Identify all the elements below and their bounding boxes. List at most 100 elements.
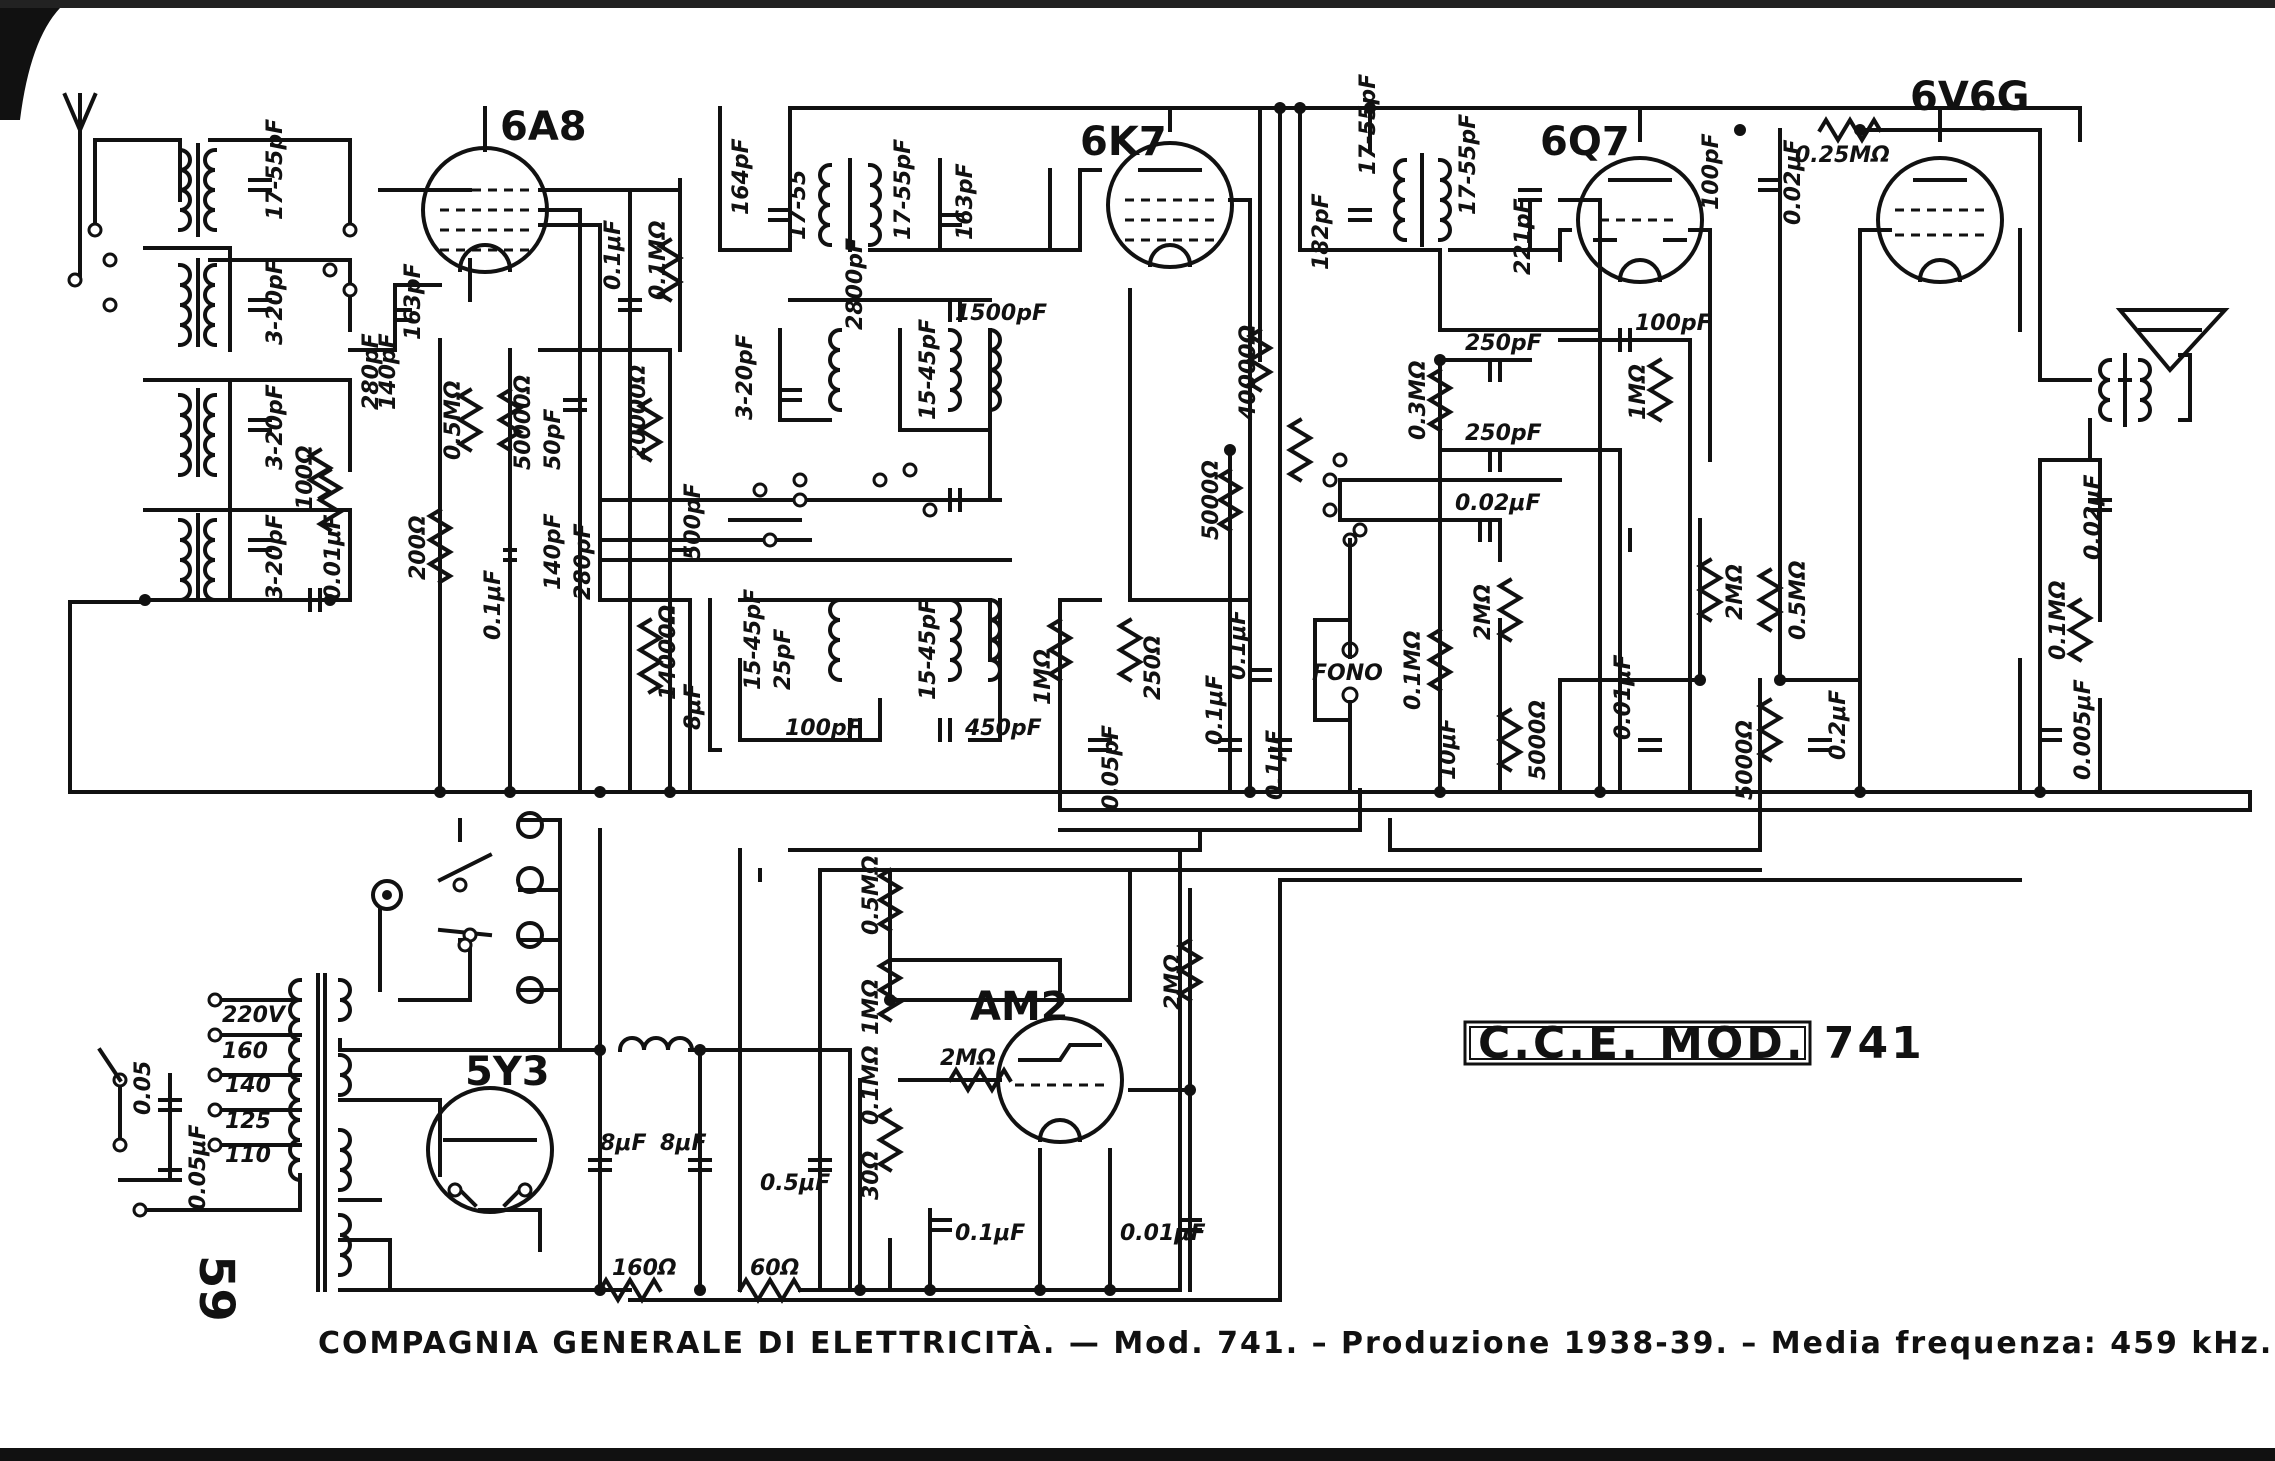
- tube-6q7: [1576, 156, 1704, 284]
- label-c-221: 221pF: [1511, 198, 1536, 275]
- label-c-002a: 0.02μF: [1455, 491, 1541, 516]
- label-r-1m2: 1MΩ: [1626, 364, 1651, 420]
- dial-lamps: [371, 811, 544, 1004]
- caption: COMPAGNIA GENERALE DI ELETTRICITÀ. — Mod…: [318, 1325, 2273, 1361]
- tube-am2: [996, 1016, 1124, 1144]
- label-r-01m4: 0.1MΩ: [859, 1045, 884, 1125]
- label-v-160: 160: [222, 1039, 268, 1064]
- label-c-1755c: 17-55pF: [891, 139, 916, 240]
- label-r-2m2: 2MΩ: [1723, 564, 1748, 620]
- label-r-2m3: 2MΩ: [940, 1046, 996, 1071]
- label-6a8: 6A8: [500, 104, 587, 150]
- wavechange-switch: [67, 222, 1368, 548]
- label-c-320a: 3-20pF: [263, 259, 288, 345]
- label-r-5000: 5000Ω: [1199, 460, 1224, 540]
- voltage-selector: [97, 992, 223, 1218]
- label-c-1545a: 15-45pF: [916, 319, 941, 420]
- label-c-250a: 250pF: [1465, 331, 1542, 356]
- label-c-1755d: 17-55pF: [1356, 74, 1381, 175]
- label-c-1500: 1500pF: [955, 301, 1047, 326]
- label-am2: AM2: [970, 984, 1069, 1030]
- label-c-320d: 3-20pF: [733, 334, 758, 420]
- label-c-05: 0.5μF: [760, 1171, 830, 1196]
- model-box: C.C.E. MOD. 741: [1463, 1018, 1925, 1069]
- label-c-02: 0.2μF: [1826, 690, 1851, 760]
- label-c-01a: 0.1μF: [481, 570, 506, 640]
- label-c-320c: 3-20pF: [263, 514, 288, 600]
- label-6q7: 6Q7: [1540, 119, 1630, 165]
- label-c-10: 10μF: [1436, 718, 1461, 780]
- label-c-182: 182pF: [1309, 193, 1334, 270]
- label-fono: FONO: [1312, 661, 1383, 686]
- label-c-1755: 17-55pF: [263, 119, 288, 220]
- tube-5y3: [426, 1086, 554, 1214]
- wiring: [62, 92, 2252, 1302]
- label-c-2800: 2800pF: [843, 238, 868, 330]
- label-5y3: 5Y3: [465, 1049, 550, 1095]
- label-6k7: 6K7: [1080, 119, 1167, 165]
- label-r-250: 250Ω: [1141, 635, 1166, 700]
- coils: [177, 143, 2152, 1292]
- top-edge: [0, 0, 2275, 8]
- label-c-001a: 0.01μF: [321, 515, 346, 601]
- model-label: C.C.E. MOD. 741: [1478, 1018, 1925, 1069]
- label-c-01c: 0.1μF: [1226, 610, 1251, 680]
- bottom-edge: [0, 1448, 2275, 1461]
- junction-dots: [139, 102, 2046, 1296]
- label-c-001d: 0.01μF: [1120, 1221, 1206, 1246]
- tube-6a8: [421, 146, 549, 274]
- label-r-01m2: 0.1MΩ: [1401, 630, 1426, 710]
- label-c-01e: 0.1μF: [1263, 730, 1288, 800]
- tube-labels: 6A8 6K7 6Q7 6V6G AM2 5Y3: [465, 74, 2029, 1095]
- label-c-100c: 100pF: [1699, 133, 1724, 210]
- label-r-100: 100Ω: [293, 445, 318, 510]
- label-c-005b: 0.05: [131, 1061, 156, 1115]
- label-r-14k: 14000Ω: [656, 605, 681, 700]
- label-r-025m: 0.25MΩ: [1795, 143, 1890, 168]
- label-r-40k: 40000Ω: [1236, 325, 1261, 421]
- label-r-1m3: 1MΩ: [859, 979, 884, 1035]
- label-c-280: 280pF: [359, 333, 384, 410]
- label-c-8a: 8μF: [681, 683, 706, 730]
- label-6v6g: 6V6G: [1910, 74, 2029, 120]
- label-c-100b: 100pF: [1635, 311, 1712, 336]
- page-number: 59: [188, 1255, 244, 1322]
- label-c-320b: 3-20pF: [263, 384, 288, 470]
- label-c-8b: 8μF: [600, 1131, 647, 1156]
- label-r-5000c: 5000Ω: [1733, 720, 1758, 800]
- label-c-163: 163pF: [401, 263, 426, 340]
- label-c-8c: 8μF: [660, 1131, 707, 1156]
- label-c-001b: 0.01μF: [1611, 655, 1636, 741]
- label-c-100a: 100pF: [785, 716, 862, 741]
- label-c-1545b: 15-45pF: [741, 589, 766, 690]
- label-c-450: 450pF: [964, 716, 1042, 741]
- label-r-2m4: 2MΩ: [1161, 954, 1186, 1010]
- label-r-2m: 2MΩ: [1471, 584, 1496, 640]
- label-r-05m2: 0.5MΩ: [1786, 560, 1811, 640]
- label-c-140: 140pF: [376, 333, 401, 410]
- label-r-200: 200Ω: [406, 515, 431, 580]
- label-r-05m: 0.5MΩ: [441, 380, 466, 460]
- label-c-005c: 0.05μF: [186, 1125, 211, 1211]
- label-r-5000b: 5000Ω: [1526, 700, 1551, 780]
- label-r-20k: 20000Ω: [626, 365, 651, 460]
- tube-6v6g: [1876, 156, 2004, 284]
- label-v-140: 140: [225, 1073, 271, 1098]
- label-c-280b: 280pF: [571, 523, 596, 600]
- label-c-1755b: 17-55: [786, 170, 811, 240]
- label-c-002b: 0.02μF: [1781, 140, 1806, 226]
- label-c-002c: 0.02μF: [2081, 475, 2106, 561]
- label-r-60: 60Ω: [750, 1256, 799, 1281]
- label-r-160: 160Ω: [612, 1256, 677, 1281]
- label-r-1m: 1MΩ: [1031, 649, 1056, 705]
- corner-shadow: [0, 8, 60, 120]
- label-c-001c: 0.1μF: [955, 1221, 1025, 1246]
- tube-6k7: [1106, 141, 1234, 269]
- label-c-163b: 163pF: [953, 163, 978, 240]
- label-c-005: 0.05pF: [1099, 725, 1124, 810]
- label-c-500: 500pF: [681, 483, 706, 560]
- component-labels: 17-55pF 3-20pF 3-20pF 3-20pF 163pF 280pF…: [131, 74, 2106, 1281]
- label-c-164: 164pF: [729, 138, 754, 215]
- label-r-01m: 0.1MΩ: [646, 220, 671, 300]
- label-c-140b: 140pF: [541, 513, 566, 590]
